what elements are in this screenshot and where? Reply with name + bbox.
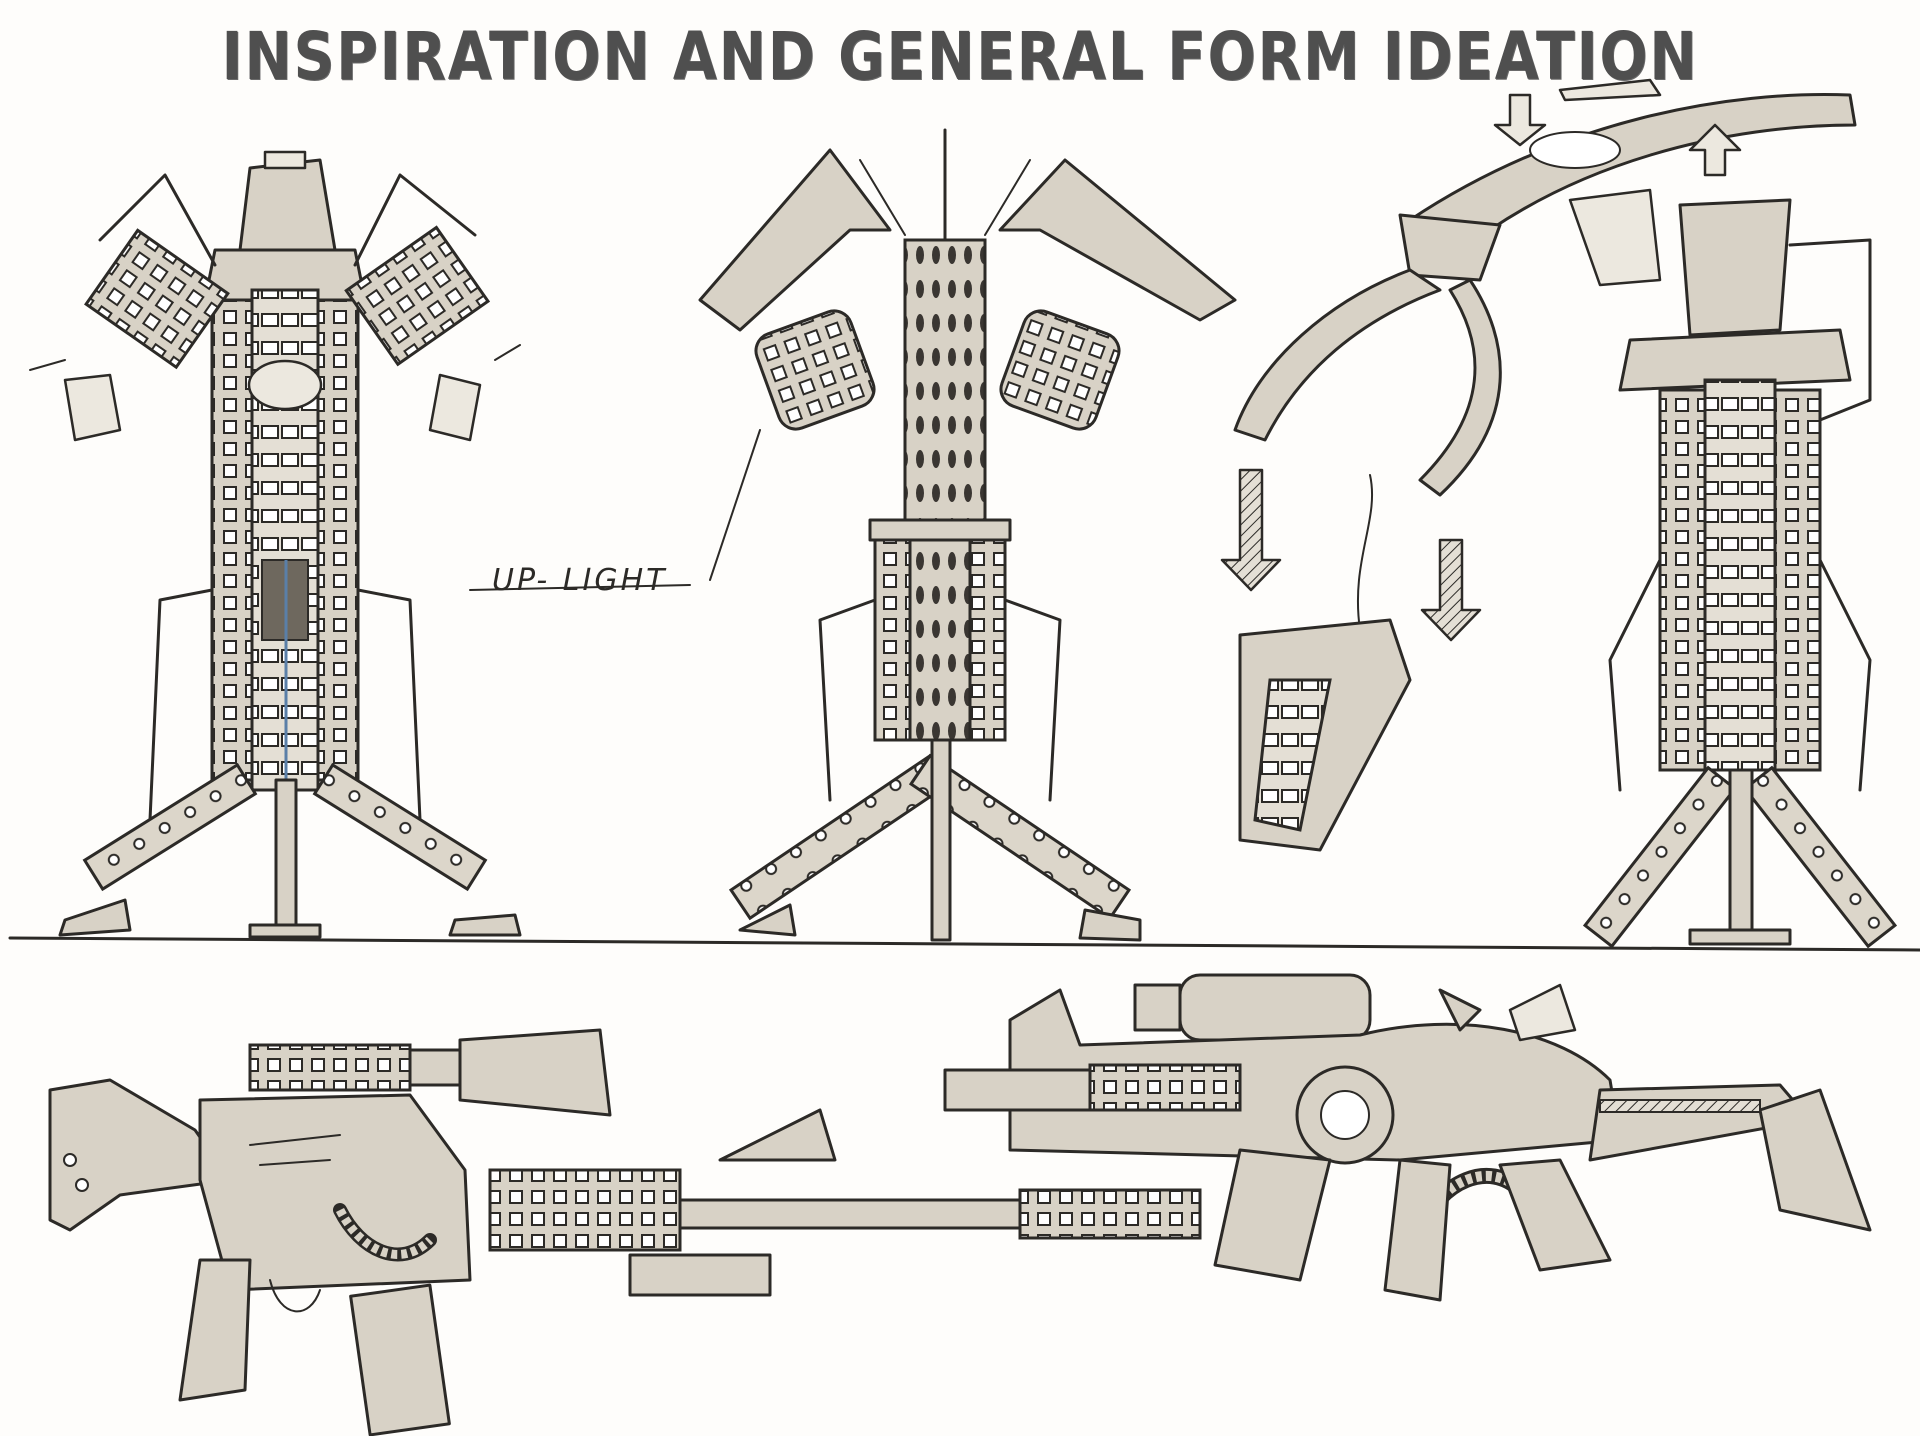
lamp-sketch-perspective: UP- LIGHT — [469, 128, 1237, 942]
sheet-title: INSPIRATION AND GENERAL FORM IDEATION — [221, 18, 1699, 95]
up-light-annotation: UP- LIGHT — [492, 563, 667, 598]
lamp-sketch-exploded — [1220, 78, 1898, 949]
lamp-sketch-front — [29, 150, 522, 939]
rifle-sketch-right — [943, 973, 1872, 1302]
rifle-sketch-left — [48, 1028, 1202, 1436]
ground-line — [8, 936, 1920, 952]
